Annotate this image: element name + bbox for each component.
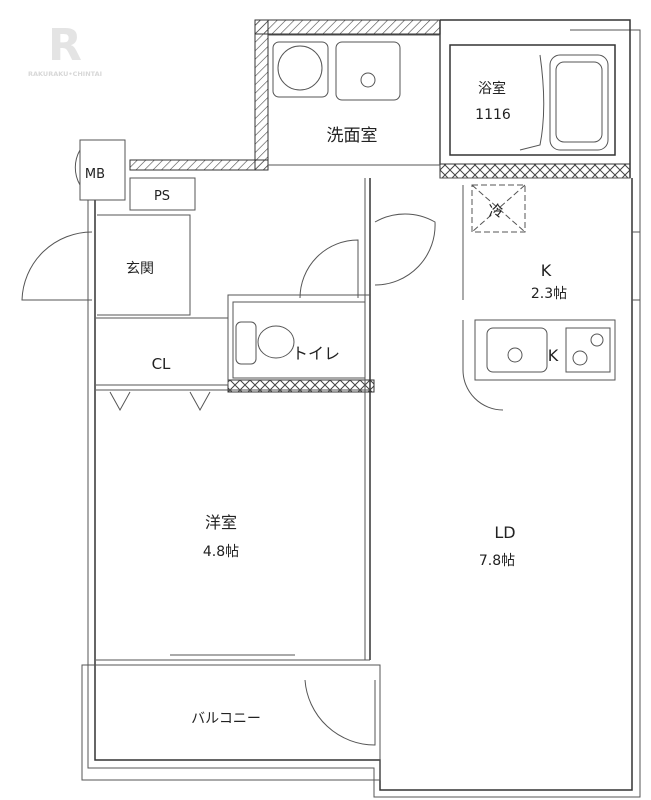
svg-text:R: R [48, 20, 82, 71]
label-kitchen-size: 2.3帖 [531, 286, 567, 302]
label-bath-size: 1116 [475, 107, 511, 123]
meter-box [74, 139, 126, 201]
label-closet: CL [152, 355, 171, 373]
label-fridge: 冷 [488, 202, 503, 220]
label-stove: K [548, 346, 559, 365]
wall-hatched-mid [129, 159, 269, 171]
wall-crosshatch-bath [439, 163, 631, 179]
wall-hatched-left [254, 19, 269, 171]
wall-crosshatch-toilet [227, 379, 375, 393]
washroom [268, 34, 441, 166]
label-kitchen: K [541, 261, 552, 280]
balcony [81, 664, 381, 781]
label-ld: LD [494, 523, 515, 542]
label-ld-size: 7.8帖 [479, 553, 515, 569]
label-bath: 浴室 [478, 80, 506, 97]
entrance [21, 214, 191, 316]
interior-walls [96, 177, 630, 661]
label-western-size: 4.8帖 [203, 544, 239, 560]
label-toilet: トイレ [292, 344, 340, 363]
toilet-room [232, 301, 366, 379]
logo: R RAKURAKU•CHINTAI [28, 20, 102, 78]
wall-hatched-top [254, 19, 441, 35]
svg-text:RAKURAKU•CHINTAI: RAKURAKU•CHINTAI [28, 70, 102, 78]
kitchen [462, 184, 641, 411]
label-ps: PS [154, 189, 170, 204]
label-mb: MB [85, 167, 105, 182]
label-western-room: 洋室 [205, 513, 237, 532]
label-entrance: 玄関 [126, 260, 154, 277]
label-washroom: 洗面室 [327, 126, 378, 146]
bathroom [449, 44, 616, 156]
label-balcony: バルコニー [191, 711, 261, 727]
pipe-space [129, 177, 196, 211]
